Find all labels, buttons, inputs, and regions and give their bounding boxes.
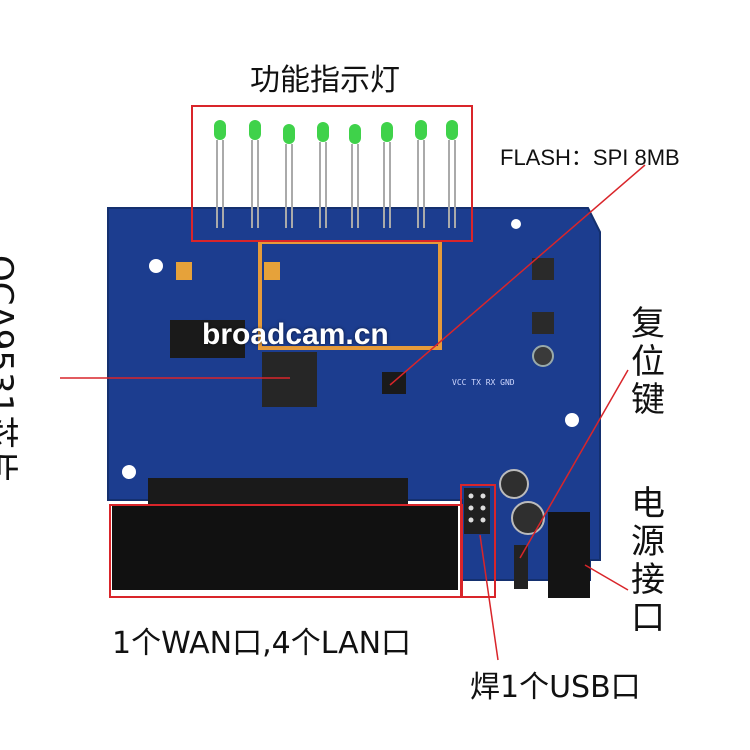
ethernet-jack: [112, 506, 458, 590]
leader-line-reset: [519, 369, 629, 559]
capacitor: [511, 501, 545, 535]
mount-hole: [122, 465, 136, 479]
mount-hole: [565, 413, 579, 427]
annotation-box-leds: [191, 105, 473, 242]
silkscreen-text: VCC TX RX GND: [452, 378, 515, 387]
reset-button: [514, 545, 528, 589]
led: [214, 120, 226, 228]
flash-chip: [382, 372, 406, 394]
leader-line-usb: [479, 534, 499, 661]
leader-line-power: [584, 564, 629, 591]
indicator-lights-label: 功能指示灯: [250, 63, 400, 98]
chip-label: QCA9531芯片: [0, 255, 20, 484]
ports-label: 1个WAN口,4个LAN口: [112, 626, 412, 661]
led: [317, 122, 329, 228]
led: [381, 122, 393, 228]
usb-label: 焊1个USB口: [470, 670, 641, 705]
power-label: 电源接口: [631, 484, 665, 638]
led: [249, 120, 261, 228]
qca9531-chip: [262, 352, 317, 407]
capacitor: [532, 345, 554, 367]
annotation-box-usb: [460, 484, 496, 598]
mount-hole: [149, 259, 163, 273]
ethernet-magnetics: [148, 478, 408, 506]
leader-line-flash: [389, 164, 646, 386]
trace-outline: [176, 262, 192, 280]
indicator-leds: [214, 120, 458, 228]
led: [446, 120, 458, 228]
trace-outline: [264, 262, 280, 280]
led: [349, 124, 361, 228]
usb-header: [464, 488, 490, 534]
flash-label: FLASH：SPI 8MB: [500, 145, 680, 170]
ram-chip: [170, 320, 245, 358]
mount-hole: [511, 219, 521, 229]
power-jack: [548, 512, 590, 598]
reset-label: 复位键: [631, 304, 665, 420]
led: [283, 124, 295, 228]
inductor: [532, 258, 554, 280]
inductor: [532, 312, 554, 334]
capacitor: [499, 469, 529, 499]
watermark: broadcam.cn: [202, 318, 389, 351]
led: [415, 120, 427, 228]
